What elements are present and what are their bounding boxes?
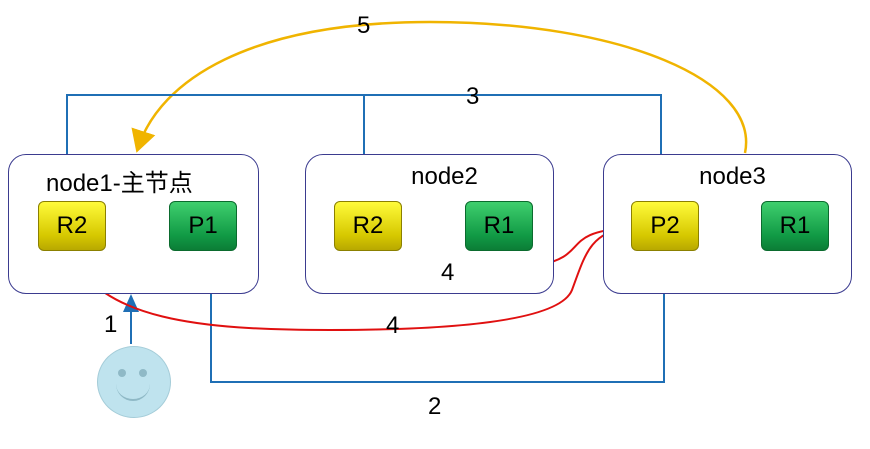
node1-shard-p1[interactable]: P1 xyxy=(169,201,237,251)
node1-box: node1-主节点 R2 P1 xyxy=(8,154,259,294)
node1-shard-r2[interactable]: R2 xyxy=(38,201,106,251)
step-label-3: 3 xyxy=(466,83,480,110)
face-right-eye xyxy=(139,369,147,377)
face-mouth xyxy=(116,377,150,401)
arrow-step-2 xyxy=(210,250,672,383)
step-label-1: 1 xyxy=(104,311,118,338)
node3-shard-r1[interactable]: R1 xyxy=(761,201,829,251)
node2-shard-r1[interactable]: R1 xyxy=(465,201,533,251)
step-label-2: 2 xyxy=(428,393,442,420)
node2-title: node2 xyxy=(411,163,478,190)
node2-shard-r2[interactable]: R2 xyxy=(334,201,402,251)
node3-box: node3 P2 R1 xyxy=(603,154,852,294)
smiley-face-icon xyxy=(97,346,171,418)
node1-title: node1-主节点 xyxy=(46,170,193,197)
step-label-5: 5 xyxy=(357,12,371,39)
arrow-step-5 xyxy=(131,20,748,154)
node2-box: node2 R2 R1 xyxy=(305,154,554,294)
step-label-4a: 4 xyxy=(441,259,455,286)
arrow-step-4b xyxy=(69,221,630,332)
node3-title: node3 xyxy=(699,163,766,190)
face-left-eye xyxy=(118,369,126,377)
node3-shard-p2[interactable]: P2 xyxy=(631,201,699,251)
step-label-4b: 4 xyxy=(386,312,400,339)
